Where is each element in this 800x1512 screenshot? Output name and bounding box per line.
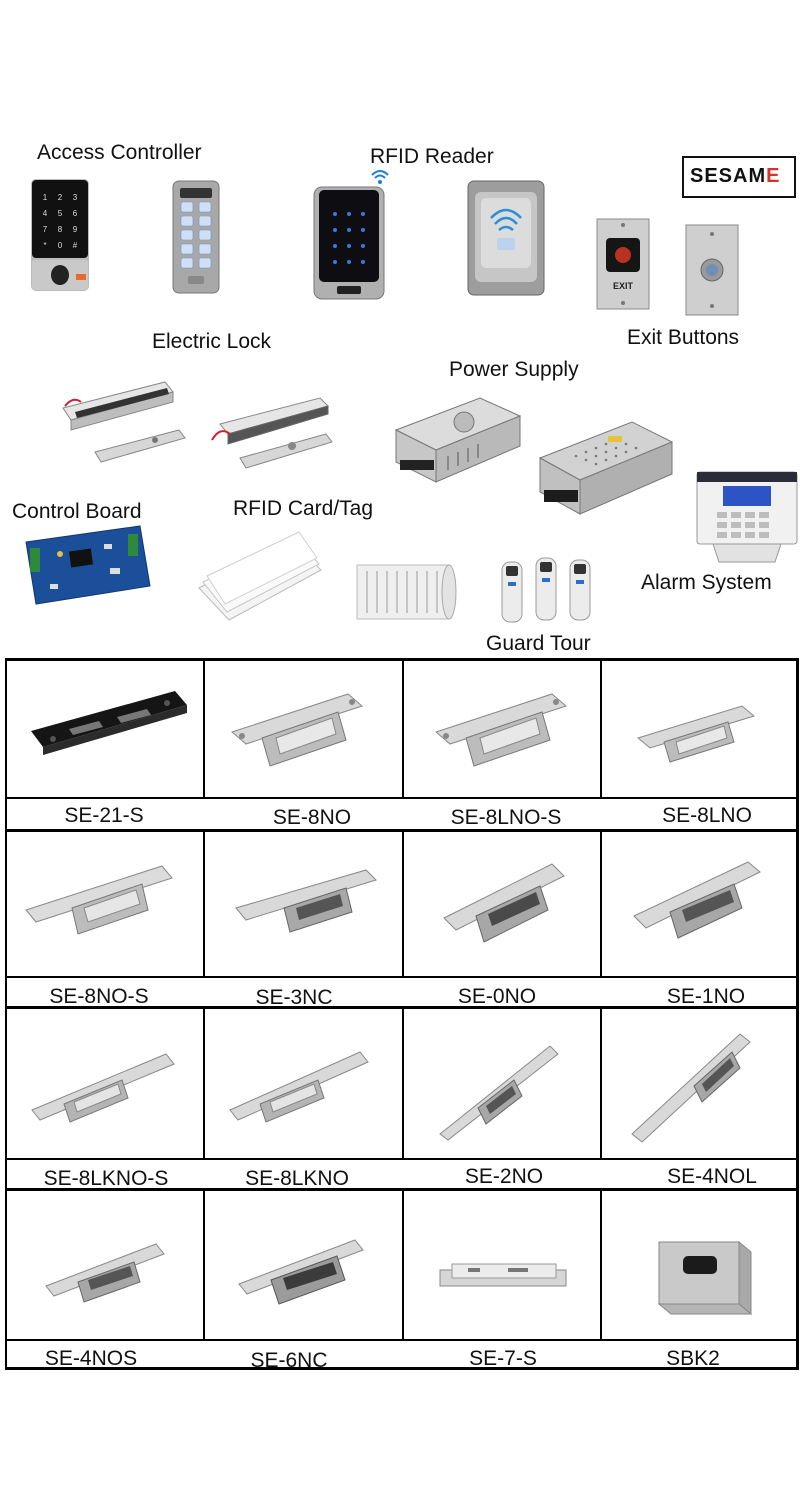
power-supply-small-image <box>390 386 525 486</box>
grid-line <box>402 1006 404 1160</box>
svg-text:#: # <box>73 241 78 250</box>
alarm-system-label: Alarm System <box>641 571 772 594</box>
rfid-reader-label: RFID Reader <box>370 145 494 168</box>
product-image-se-4nol <box>628 1030 758 1145</box>
grid-line <box>402 1188 404 1341</box>
rfid-cards-image <box>195 530 325 625</box>
grid-line <box>203 658 205 799</box>
svg-text:5: 5 <box>58 209 63 218</box>
metal-keypad-image <box>172 180 220 294</box>
model-label: SE-0NO <box>457 985 537 1008</box>
model-label: SE-4NOL <box>667 1165 757 1188</box>
product-image-se-4nos <box>42 1236 172 1306</box>
product-image-se-0no <box>440 858 570 948</box>
product-image-se-1no <box>630 856 765 946</box>
grid-line <box>5 658 7 1370</box>
control-board-label: Control Board <box>12 500 142 523</box>
model-label: SE-8LNO-S <box>450 806 562 829</box>
model-label: SE-8LNO <box>662 804 752 827</box>
svg-text:0: 0 <box>58 241 63 250</box>
model-label: SE-8LKNO <box>245 1167 349 1190</box>
access-controller-label: Access Controller <box>37 141 202 164</box>
grid-line <box>600 1006 602 1160</box>
grid-line <box>5 1367 799 1370</box>
sesame-logo: SESAME <box>682 156 796 198</box>
product-image-se-8no <box>228 682 378 772</box>
model-label: SE-8LKNO-S <box>43 1167 169 1190</box>
grid-line <box>600 1188 602 1341</box>
svg-text:7: 7 <box>43 225 48 234</box>
rfid-metal-reader-image <box>467 180 545 296</box>
power-supply-label: Power Supply <box>449 358 579 381</box>
model-label: SE-8NO <box>272 806 352 829</box>
exit-button-push-image <box>685 224 739 316</box>
model-label: SBK2 <box>666 1347 720 1370</box>
product-image-se-6nc <box>235 1230 370 1310</box>
keypad-controller-image: 1 2 3 4 5 6 7 8 9 * 0 # <box>30 178 90 292</box>
grid-line <box>796 658 799 1370</box>
product-image-se-8lno <box>634 698 764 768</box>
guard-tour-devices-image <box>498 556 594 628</box>
model-label: SE-4NOS <box>44 1347 138 1370</box>
svg-text:4: 4 <box>43 209 48 218</box>
wifi-icon <box>370 168 390 186</box>
product-image-se-7-s <box>438 1258 568 1300</box>
grid-line <box>203 1006 205 1160</box>
model-label: SE-6NC <box>250 1349 328 1372</box>
sesame-logo-accent: E <box>766 165 781 187</box>
magnetic-lock-small-image <box>55 372 190 472</box>
svg-text:1: 1 <box>43 193 48 202</box>
grid-line <box>203 1188 205 1341</box>
exit-text: EXIT <box>613 281 634 291</box>
grid-line <box>600 658 602 799</box>
svg-text:*: * <box>43 241 46 250</box>
svg-text:8: 8 <box>58 225 63 234</box>
guard-tour-label: Guard Tour <box>486 632 591 655</box>
power-supply-large-image <box>536 408 676 523</box>
grid-line <box>600 829 602 978</box>
electric-lock-label: Electric Lock <box>152 330 272 353</box>
model-label: SE-1NO <box>666 985 746 1008</box>
exit-buttons-label: Exit Buttons <box>627 326 740 349</box>
grid-line <box>203 829 205 978</box>
sesame-logo-text: SESAME <box>690 165 781 187</box>
svg-text:6: 6 <box>73 209 78 218</box>
alarm-panel-image <box>695 470 799 565</box>
control-board-image <box>20 524 155 606</box>
product-image-se-8lkno-s <box>30 1044 180 1124</box>
product-image-se-8lno-s <box>432 682 582 772</box>
model-label: SE-3NC <box>255 986 333 1009</box>
svg-text:3: 3 <box>73 193 78 202</box>
product-image-se-8lkno <box>228 1044 373 1124</box>
product-image-se-8no-s <box>22 858 182 948</box>
grid-line <box>402 658 404 799</box>
model-label: SE-2NO <box>464 1165 544 1188</box>
grid-line <box>402 829 404 978</box>
exit-button-touchless-image: EXIT <box>596 218 650 310</box>
model-label: SE-7-S <box>469 1347 537 1370</box>
product-image-se-3nc <box>230 862 380 942</box>
rfid-touch-reader-image <box>313 186 385 300</box>
svg-text:2: 2 <box>58 193 63 202</box>
model-label: SE-21-S <box>64 804 144 827</box>
rfid-tag-roll-image <box>355 557 457 627</box>
product-image-se-2no <box>438 1042 563 1142</box>
product-image-se-21-s <box>25 685 190 765</box>
magnetic-lock-large-image <box>200 390 340 480</box>
product-image-sbk2 <box>655 1238 755 1318</box>
svg-text:9: 9 <box>73 225 78 234</box>
rfid-card-tag-label: RFID Card/Tag <box>233 497 374 520</box>
model-label: SE-8NO-S <box>49 985 149 1008</box>
